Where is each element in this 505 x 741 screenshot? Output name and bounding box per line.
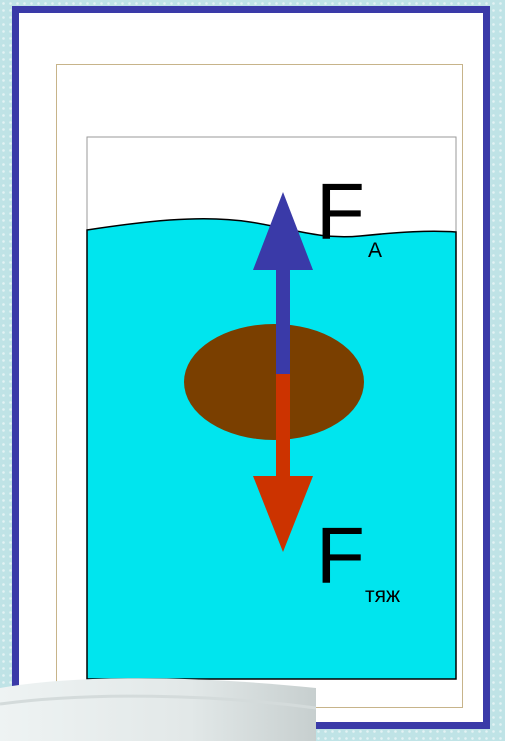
buoyant-force-arrow <box>253 192 313 374</box>
buoyant-force-subscript: А <box>368 239 383 262</box>
gravity-force-subscript: тяж <box>365 584 401 607</box>
floating-body <box>184 324 364 440</box>
decorative-swoosh <box>0 678 316 741</box>
buoyant-force-label: F <box>316 167 365 256</box>
gravity-force-arrow <box>253 374 313 552</box>
gravity-force-label: F <box>316 511 365 600</box>
water <box>86 217 457 680</box>
